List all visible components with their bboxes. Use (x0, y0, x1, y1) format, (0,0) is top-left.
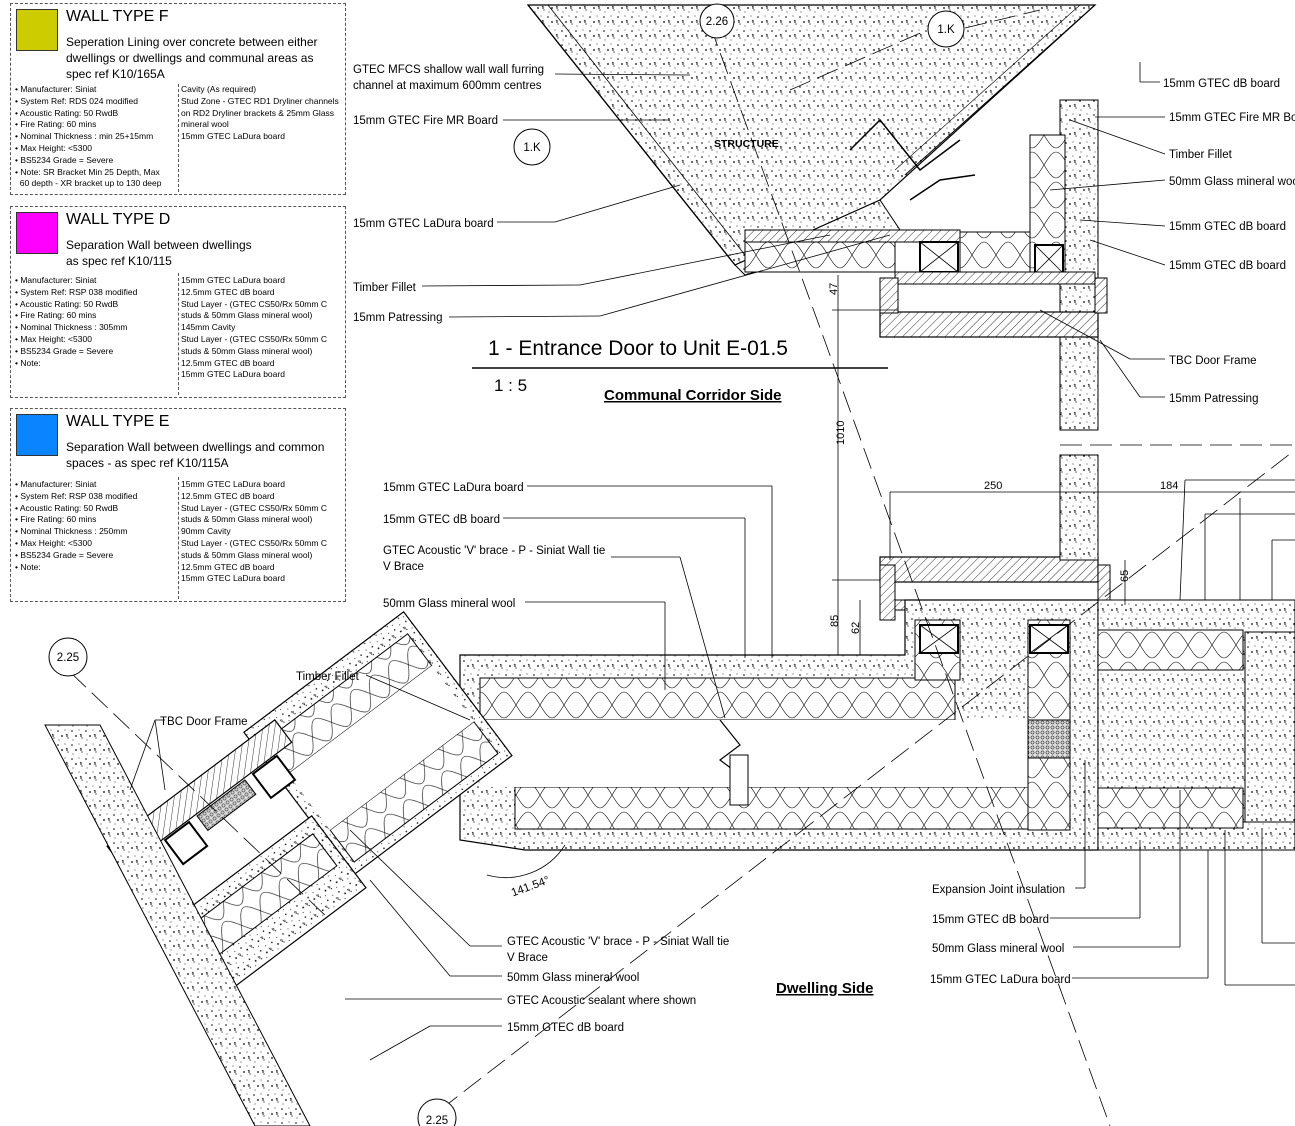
label-patressing-right: 15mm Patressing (1169, 393, 1258, 405)
label-v-brace-low-2: V Brace (507, 952, 548, 964)
wall-type-e-description: Separation Wall between dwellings and co… (66, 440, 325, 470)
dimension-1010: 1010 (835, 421, 847, 445)
svg-text:2.25: 2.25 (57, 652, 79, 664)
label-expansion-joint: Expansion Joint insulation (932, 884, 1065, 896)
label-patressing-left: 15mm Patressing (353, 312, 442, 324)
legend-divider (178, 477, 179, 599)
main-wall-assembly (459, 599, 1099, 851)
dimension-85: 85 (829, 615, 841, 627)
right-wall-block (1097, 599, 1295, 851)
legend-wall-type-e: WALL TYPE E Separation Wall between dwel… (10, 408, 346, 602)
label-db-board-low: 15mm GTEC dB board (507, 1022, 624, 1034)
wall-type-e-title: WALL TYPE E (66, 413, 170, 430)
svg-text:2.26: 2.26 (706, 16, 728, 28)
wall-type-f-specs: • Manufacturer: Siniat • System Ref: RDS… (15, 84, 162, 189)
svg-text:1.K: 1.K (523, 142, 541, 154)
label-ladura-board-bottom: 15mm GTEC LaDura board (930, 974, 1071, 986)
wall-type-f-description: Seperation Lining over concrete between … (66, 35, 318, 81)
dimension-lines (832, 275, 1295, 655)
label-db-board-right-1: 15mm GTEC dB board (1169, 221, 1286, 233)
wall-type-f-title: WALL TYPE F (66, 8, 169, 25)
angle-arc (486, 844, 566, 878)
right-wall-top (1029, 99, 1099, 431)
drawing-scale: 1 : 5 (494, 376, 527, 395)
lower-door-frame (879, 454, 1111, 621)
label-mfcs-channel-2: channel at maximum 600mm centres (353, 80, 542, 92)
label-glass-wool-bottom: 50mm Glass mineral wool (932, 943, 1064, 955)
label-ladura-board-top: 15mm GTEC LaDura board (353, 218, 494, 230)
label-db-board-bottom: 15mm GTEC dB board (932, 914, 1049, 926)
label-db-board-right-2: 15mm GTEC dB board (1169, 260, 1286, 272)
legend-divider (178, 84, 179, 192)
dimension-184: 184 (1160, 480, 1178, 492)
wall-type-d-description: Separation Wall between dwellings as spe… (66, 238, 252, 268)
label-v-brace-mid-1: GTEC Acoustic 'V' brace - P - Siniat Wal… (383, 545, 605, 557)
grid-bubble-1-k-top: 1.K (927, 10, 965, 48)
angled-wall (243, 610, 513, 877)
angle-label: 141.54° (510, 874, 551, 899)
dimension-62: 62 (850, 622, 862, 634)
label-ladura-board-mid: 15mm GTEC LaDura board (383, 482, 524, 494)
label-glass-wool-right: 50mm Glass mineral wool (1169, 176, 1295, 188)
dwelling-side-label: Dwelling Side (776, 980, 874, 997)
label-fire-mr-board-right: 15mm GTEC Fire MR Board (1169, 112, 1295, 124)
grid-bubble-2-25-left: 2.25 (48, 637, 88, 677)
legend-wall-type-f: WALL TYPE F Seperation Lining over concr… (10, 3, 346, 195)
wall-type-f-layers: Cavity (As required) Stud Zone - GTEC RD… (181, 84, 339, 142)
label-door-frame-left: TBC Door Frame (160, 716, 248, 728)
dimension-250: 250 (984, 480, 1002, 492)
grid-lines (69, 9, 1295, 1126)
label-db-board-mid: 15mm GTEC dB board (383, 514, 500, 526)
svg-text:1.K: 1.K (937, 24, 955, 36)
wall-type-e-specs: • Manufacturer: Siniat • System Ref: RSP… (15, 479, 138, 572)
wall-type-d-specs: • Manufacturer: Siniat • System Ref: RSP… (15, 275, 138, 368)
left-structure-wall (44, 724, 311, 1126)
legend-wall-type-d: WALL TYPE D Separation Wall between dwel… (10, 206, 346, 398)
grid-bubble-1-k: 1.K (513, 128, 551, 166)
dimension-47: 47 (828, 283, 840, 295)
wall-type-d-swatch (16, 212, 58, 254)
structure-label: STRUCTURE (714, 138, 779, 150)
grid-bubble-2-25-bottom: 2.25 (417, 1098, 457, 1126)
grid-bubble-2-26: 2.26 (699, 3, 735, 39)
label-timber-fillet-left: Timber Fillet (296, 671, 360, 683)
wall-type-f-swatch (16, 9, 58, 51)
dimension-65: 65 (1119, 570, 1131, 582)
label-db-board-tr: 15mm GTEC dB board (1163, 78, 1280, 90)
corridor-side-label: Communal Corridor Side (604, 387, 782, 404)
upper-door-frame (744, 229, 1108, 338)
wall-type-d-title: WALL TYPE D (66, 211, 171, 228)
svg-text:2.25: 2.25 (426, 1115, 448, 1126)
label-acoustic-sealant: GTEC Acoustic sealant where shown (507, 995, 696, 1007)
label-door-frame-right: TBC Door Frame (1169, 355, 1257, 367)
wall-type-e-swatch (16, 414, 58, 456)
legend-divider (178, 273, 179, 395)
wall-type-e-layers: 15mm GTEC LaDura board 12.5mm GTEC dB bo… (181, 479, 327, 584)
label-fire-mr-board-left: 15mm GTEC Fire MR Board (353, 115, 498, 127)
label-v-brace-low-1: GTEC Acoustic 'V' brace - P - Siniat Wal… (507, 936, 729, 948)
label-timber-fillet-top: Timber Fillet (353, 282, 417, 294)
wall-type-d-layers: 15mm GTEC LaDura board 12.5mm GTEC dB bo… (181, 275, 327, 380)
label-glass-wool-low: 50mm Glass mineral wool (507, 972, 639, 984)
leader-lines (129, 62, 1295, 1061)
label-mfcs-channel-1: GTEC MFCS shallow wall wall furring (353, 64, 544, 76)
drawing-title: 1 - Entrance Door to Unit E-01.5 (488, 337, 788, 360)
label-v-brace-mid-2: V Brace (383, 561, 424, 573)
label-glass-wool-mid: 50mm Glass mineral wool (383, 598, 515, 610)
label-timber-fillet-right: Timber Fillet (1169, 149, 1233, 161)
